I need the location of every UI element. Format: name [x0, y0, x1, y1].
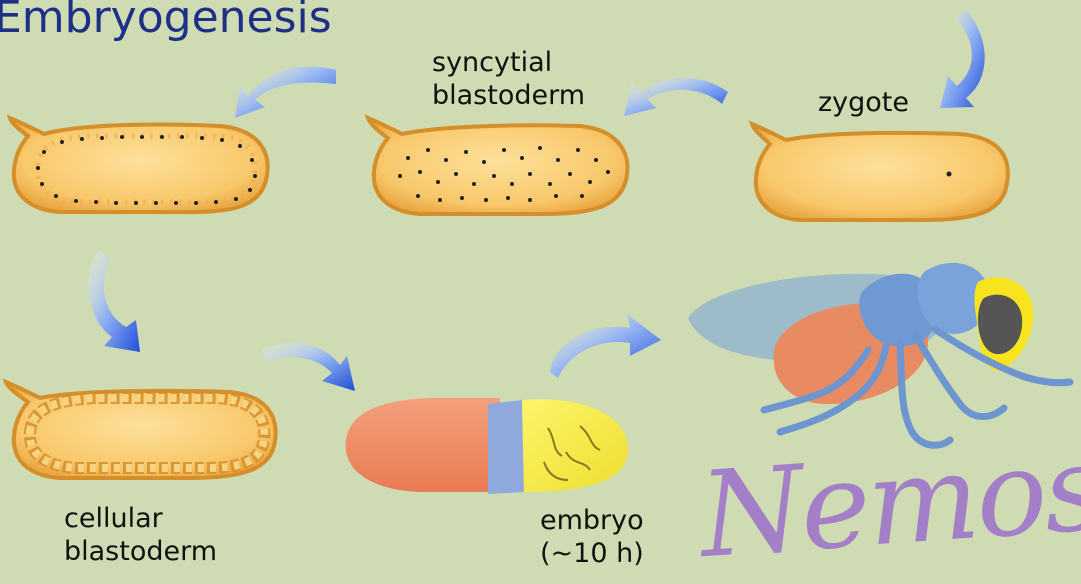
fly-illustration	[688, 263, 1070, 445]
label-cellular-blastoderm: cellular blastoderm	[64, 502, 217, 568]
egg-syncytial-blastoderm	[368, 118, 627, 214]
label-embryo: embryo (~10 h)	[540, 504, 644, 570]
arrow-1	[235, 66, 336, 118]
arrow-6	[550, 314, 661, 378]
label-zygote: zygote	[818, 86, 909, 119]
diagram-title: Embryogenesis	[0, 0, 332, 43]
arrow-4	[88, 250, 140, 352]
egg-cellular-blastoderm	[6, 382, 276, 478]
arrow-2	[624, 78, 728, 116]
egg-zygote	[752, 124, 1008, 220]
egg-peripheral-nuclei	[10, 118, 268, 212]
arrow-5	[262, 343, 355, 391]
label-syncytial-blastoderm: syncytial blastoderm	[432, 46, 585, 112]
embryo-segmented	[346, 398, 628, 494]
arrow-3	[940, 10, 985, 108]
